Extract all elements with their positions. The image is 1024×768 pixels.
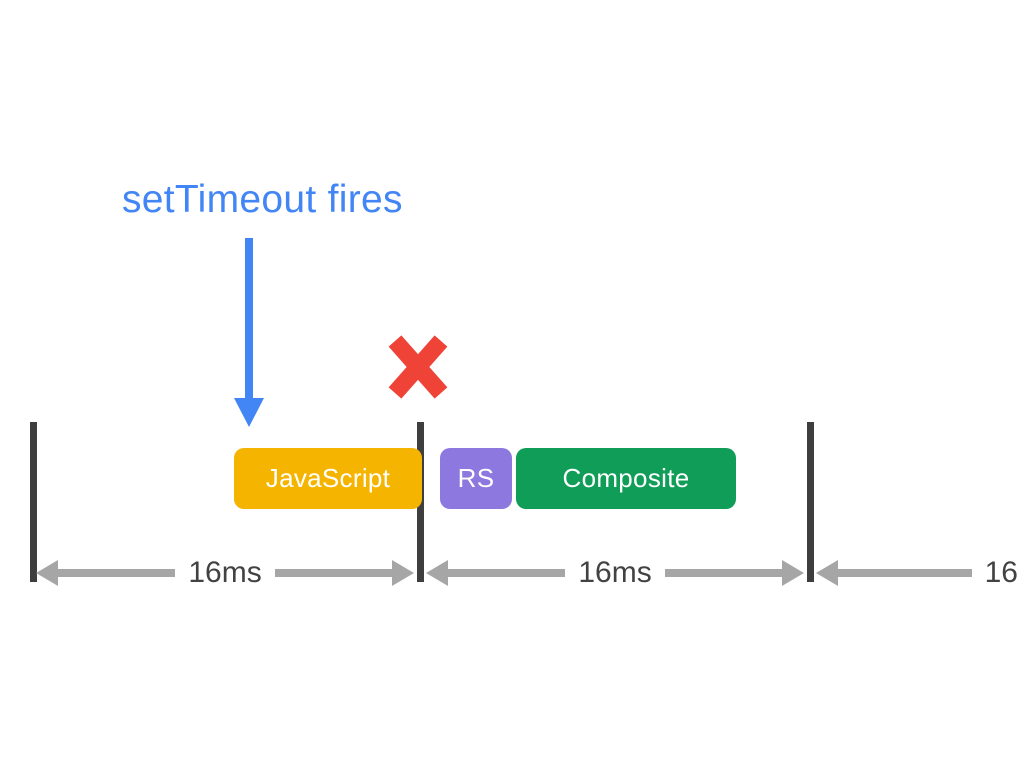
interval-arrow-2: 16ms [426, 553, 805, 593]
interval-line [58, 569, 176, 577]
dropped-frame-cross-icon [388, 335, 448, 399]
interval-line [448, 569, 566, 577]
task-block-composite: Composite [516, 448, 736, 509]
frame-boundary-tick-1 [30, 422, 37, 582]
interval-right-arrowhead-icon [782, 560, 805, 586]
interval-line [664, 569, 783, 577]
interval-left-arrowhead-icon [426, 560, 448, 586]
interval-label: 16ms [578, 556, 652, 589]
interval-arrow-3: 16 [816, 553, 1024, 593]
interval-label: 16ms [188, 556, 262, 589]
interval-arrow-1: 16ms [36, 553, 415, 593]
settimeout-arrow-icon [234, 238, 264, 427]
task-block-label: RS [457, 463, 495, 493]
task-block-javascript: JavaScript [234, 448, 422, 509]
interval-left-arrowhead-icon [36, 560, 58, 586]
interval-right-arrowhead-icon [392, 560, 415, 586]
interval-line [274, 569, 393, 577]
task-block-label: JavaScript [265, 463, 391, 493]
task-block-rs: RS [440, 448, 512, 509]
frame-boundary-tick-3 [807, 422, 814, 582]
settimeout-fires-label: setTimeout fires [122, 178, 403, 221]
interval-left-arrowhead-icon [816, 560, 838, 586]
task-block-label: Composite [562, 463, 690, 493]
interval-line [838, 569, 972, 577]
interval-label: 16 [984, 556, 1018, 589]
